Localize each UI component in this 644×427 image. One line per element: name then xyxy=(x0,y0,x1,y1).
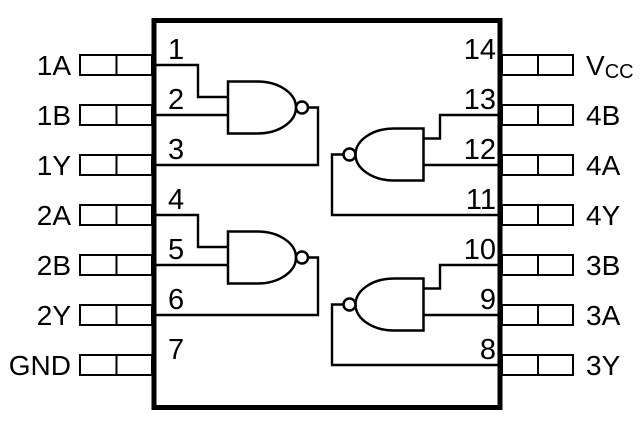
nand-gate-1-body xyxy=(226,80,298,135)
pin-7-label: GND xyxy=(9,350,71,381)
wire-gate-1-output xyxy=(152,106,320,167)
pin-11-label: 4Y xyxy=(586,200,621,231)
pin-14-label: VCC xyxy=(586,50,634,83)
pin-2-number: 2 xyxy=(168,84,184,116)
pin-8: 8 3Y xyxy=(480,334,621,381)
pin-7: 7 GND xyxy=(9,334,184,381)
wire-pin-13-input xyxy=(423,113,502,140)
pin-1-label: 1A xyxy=(37,50,72,81)
nand-gate-4-inversion-bubble-icon xyxy=(342,147,357,162)
nand-gate-1-inversion-bubble-icon xyxy=(294,100,310,115)
pin-2: 2 1B xyxy=(37,84,184,131)
nand-gate-3 xyxy=(342,277,425,332)
pin-5-label: 2B xyxy=(37,250,71,281)
pin-8-number: 8 xyxy=(480,334,496,366)
nand-gate-1 xyxy=(226,80,310,135)
wire-gate-4-output xyxy=(330,153,502,217)
nand-gate-2-inversion-bubble-icon xyxy=(294,250,310,265)
pin-2-label: 1B xyxy=(37,100,71,131)
pin-14-label-main: V xyxy=(586,50,605,81)
pin-6-label: 2Y xyxy=(37,300,72,331)
pin-14-number: 14 xyxy=(464,34,496,66)
nand-gate-3-inversion-bubble-icon xyxy=(342,297,357,312)
nand-gate-4 xyxy=(342,127,425,182)
pin-12-number: 12 xyxy=(464,134,496,166)
nand-gate-2 xyxy=(226,230,310,285)
wire-pin-10-input xyxy=(423,263,502,290)
pin-8-label: 3Y xyxy=(586,350,621,381)
wire-pin-4-input xyxy=(152,213,228,249)
wire-pin-1-input xyxy=(152,63,228,99)
pin-1-number: 1 xyxy=(168,34,184,66)
pin-10-label: 3B xyxy=(586,250,620,281)
nand-gate-3-body xyxy=(354,277,425,332)
nand-gate-2-body xyxy=(226,230,298,285)
pin-4: 4 2A xyxy=(37,184,184,231)
pin-11-number: 11 xyxy=(466,184,496,216)
pin-12-label: 4A xyxy=(586,150,621,181)
pin-10: 10 3B xyxy=(464,234,621,281)
wire-gate-3-output xyxy=(330,303,502,367)
pin-10-number: 10 xyxy=(464,234,496,266)
pin-13-label: 4B xyxy=(586,100,620,131)
nand-gate-4-body xyxy=(354,127,425,182)
wire-gate-2-output xyxy=(152,256,320,317)
pin-12: 12 4A xyxy=(464,134,621,181)
pin-9-number: 9 xyxy=(480,284,496,316)
pin-5-number: 5 xyxy=(168,234,184,266)
pin-13: 13 4B xyxy=(464,84,621,131)
pin-6-number: 6 xyxy=(168,284,184,316)
pin-7-number: 7 xyxy=(168,334,184,366)
pin-4-label: 2A xyxy=(37,200,72,231)
pin-9-label: 3A xyxy=(586,300,621,331)
pin-11: 11 4Y xyxy=(466,184,621,231)
pin-14-label-subscript: CC xyxy=(605,61,634,83)
pin-9: 9 3A xyxy=(480,284,621,331)
pin-5: 5 2B xyxy=(37,234,184,281)
pin-6: 6 2Y xyxy=(37,284,184,331)
pin-3: 3 1Y xyxy=(37,134,184,181)
pin-3-number: 3 xyxy=(168,134,184,166)
pin-1: 1 1A xyxy=(37,34,184,81)
pin-14: 14 VCC xyxy=(464,34,634,83)
pin-4-number: 4 xyxy=(168,184,184,216)
pin-3-label: 1Y xyxy=(37,150,72,181)
pin-13-number: 13 xyxy=(464,84,496,116)
